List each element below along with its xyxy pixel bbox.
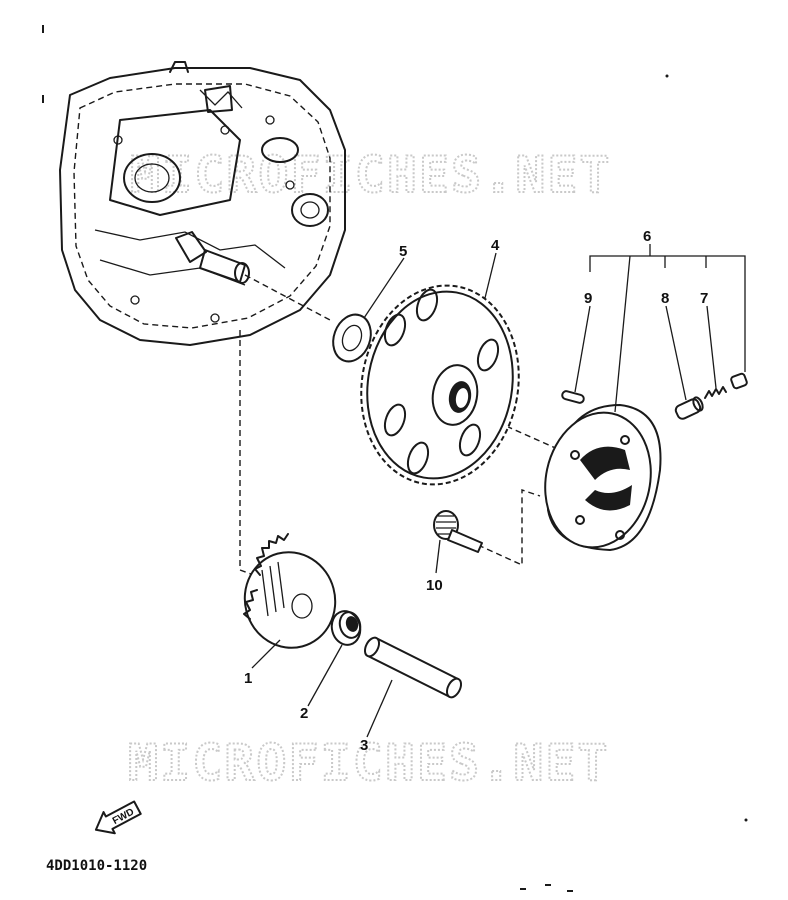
callout-7: 7 bbox=[700, 290, 708, 307]
forward-arrow-icon: FWD bbox=[94, 800, 142, 835]
spring-part-7 bbox=[704, 386, 727, 399]
callout-3: 3 bbox=[360, 737, 368, 754]
axis-line-upper bbox=[244, 274, 331, 321]
watermark-top: MICROFICHES.NET bbox=[130, 146, 612, 204]
callout-8: 8 bbox=[661, 290, 669, 307]
callout-10: 10 bbox=[426, 577, 443, 594]
scan-specks bbox=[42, 25, 748, 892]
callout-5: 5 bbox=[399, 243, 407, 260]
callout-2: 2 bbox=[300, 705, 308, 722]
bolt-part-10 bbox=[433, 510, 483, 553]
plunger-part-8 bbox=[674, 396, 704, 420]
axis-line-mid bbox=[469, 409, 561, 451]
axis-line-left bbox=[239, 330, 263, 579]
callout-9: 9 bbox=[584, 290, 592, 307]
shaft-part-3 bbox=[363, 636, 463, 699]
idler-gear-part-1 bbox=[243, 533, 337, 649]
leader-lines bbox=[251, 244, 746, 738]
pin-part-9 bbox=[561, 390, 585, 404]
engine-crankcase bbox=[59, 61, 346, 346]
callout-1: 1 bbox=[244, 670, 252, 687]
watermark-bottom: MICROFICHES.NET bbox=[128, 734, 610, 792]
cap-part-6 bbox=[730, 372, 748, 390]
clutch-assembly-part-6 bbox=[544, 404, 662, 551]
diagram-code: 4DD1010-1120 bbox=[46, 858, 147, 874]
washer-part-5 bbox=[332, 313, 372, 363]
starter-wheel-gear-part-4 bbox=[360, 284, 520, 486]
bushing-part-2 bbox=[330, 610, 362, 646]
axis-line-bolt bbox=[477, 489, 541, 567]
callout-4: 4 bbox=[491, 237, 500, 254]
callout-6: 6 bbox=[643, 228, 651, 245]
